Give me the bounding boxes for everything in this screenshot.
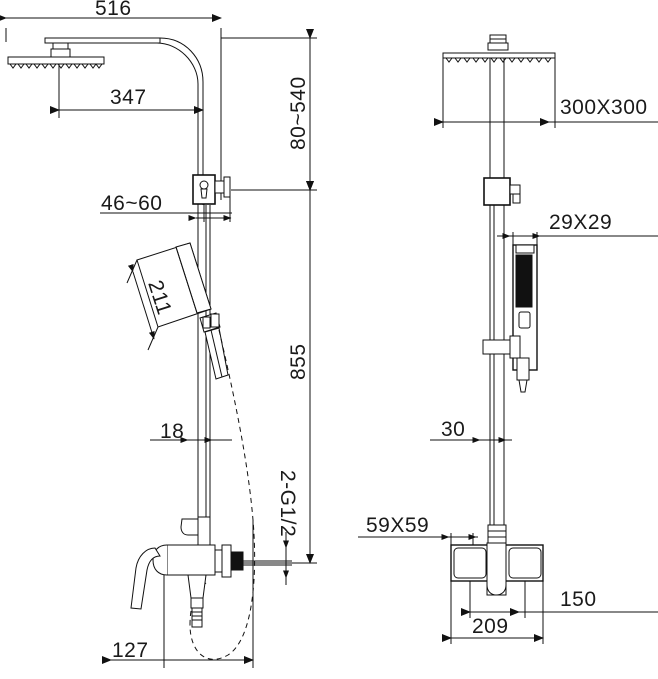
dim-80-540	[221, 29, 317, 191]
vertical-riser-pipe-side	[197, 175, 211, 525]
hand-shower-side	[136, 242, 229, 380]
dim-label-2-G1-2: 2-G1/2	[276, 470, 299, 537]
dim-59X59	[358, 533, 478, 545]
curved-shower-arm-side	[45, 37, 204, 175]
dim-29X29	[497, 232, 658, 245]
dim-label-80-540: 80~540	[287, 76, 310, 150]
dim-label-516: 516	[95, 0, 132, 20]
hand-shower-front	[512, 244, 538, 393]
dim-30	[430, 430, 512, 450]
slide-bar-diverter-bracket-side	[192, 174, 231, 205]
dim-300X300	[434, 58, 658, 128]
dim-46-60	[100, 197, 232, 222]
dim-label-18: 18	[160, 420, 184, 443]
dim-211	[126, 259, 159, 351]
vertical-riser-pipe-front	[489, 58, 505, 530]
dim-347	[50, 64, 204, 118]
wall-mixer-valve-side	[130, 516, 244, 628]
dim-855	[236, 181, 317, 564]
dim-516	[0, 14, 222, 200]
dim-label-29X29: 29X29	[549, 211, 612, 234]
dim-label-59X59: 59X59	[366, 514, 429, 537]
dim-127	[102, 520, 254, 668]
dim-label-46-60: 46~60	[101, 192, 162, 215]
dim-2-G1-2	[243, 532, 292, 585]
dim-209	[442, 581, 544, 644]
dim-label-30: 30	[441, 418, 465, 441]
dim-label-300X300: 300X300	[560, 96, 648, 119]
dim-label-150: 150	[560, 588, 597, 611]
dim-label-347: 347	[110, 86, 147, 109]
overhead-rain-shower-head-front	[442, 34, 556, 63]
dim-label-209: 209	[472, 615, 509, 638]
dim-18	[150, 432, 232, 448]
dim-150	[461, 581, 658, 618]
hand-shower-holder-front	[482, 335, 521, 359]
dim-label-855: 855	[287, 343, 310, 380]
dim-label-127: 127	[112, 639, 149, 662]
wall-mixer-valve-front	[450, 524, 544, 596]
diverter-bracket-front	[483, 177, 521, 206]
